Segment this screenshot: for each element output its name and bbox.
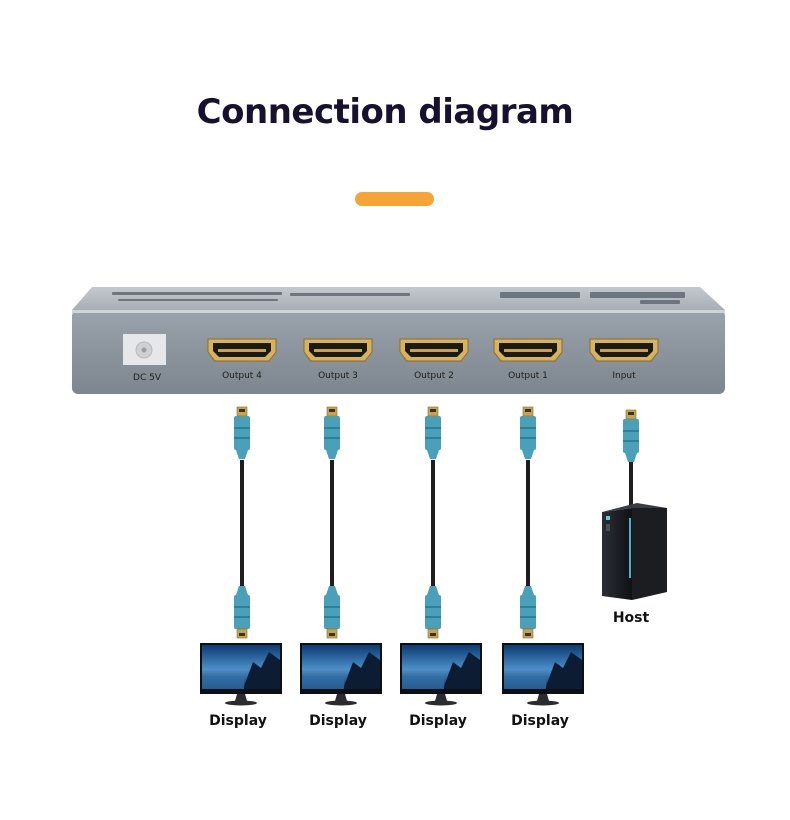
display-monitor-3: Display <box>400 643 482 729</box>
monitor-base <box>527 700 559 706</box>
monitor-stand <box>335 694 347 701</box>
hdmi-cable-output-4 <box>234 406 250 639</box>
hdmi-plug-icon <box>425 406 441 459</box>
hdmi-port-label: Output 4 <box>222 371 262 381</box>
monitor-wallpaper-water <box>202 676 244 689</box>
host-tower-front <box>602 508 632 600</box>
hdmi-port-pins-icon <box>504 349 552 352</box>
monitor-stand <box>235 694 247 701</box>
hdmi-plug-icon <box>623 409 639 462</box>
display-label: Display <box>409 713 467 729</box>
hdmi-plug-icon <box>520 586 536 639</box>
hdmi-port-5: Input <box>589 338 659 381</box>
power-label: DC 5V <box>133 373 162 383</box>
hdmi-port-pins-icon <box>410 349 458 352</box>
cable-wire <box>431 460 435 588</box>
hdmi-port-label: Output 2 <box>414 371 454 381</box>
host-usb-port-icon <box>606 524 610 531</box>
device-top-surface <box>72 287 725 310</box>
monitor-wallpaper-mountain-icon <box>343 652 380 689</box>
host-label: Host <box>613 610 650 626</box>
monitor-base <box>325 700 357 706</box>
hdmi-plug-icon <box>234 586 250 639</box>
cable-wire <box>330 460 334 588</box>
monitor-wallpaper-water <box>504 676 546 689</box>
display-monitor-2: Display <box>300 643 382 729</box>
display-monitor-4: Display <box>502 643 584 729</box>
monitor-stand <box>537 694 549 701</box>
hdmi-port-1: Output 4 <box>207 338 277 381</box>
hdmi-port-label: Output 1 <box>508 371 548 381</box>
hdmi-cable-output-3 <box>324 406 340 639</box>
display-label: Display <box>511 713 569 729</box>
cable-wire <box>629 460 633 508</box>
monitor-base <box>225 700 257 706</box>
hdmi-plug-icon <box>324 406 340 459</box>
display-label: Display <box>309 713 367 729</box>
display-monitor-1: Display <box>200 643 282 729</box>
monitor-wallpaper-water <box>302 676 344 689</box>
hdmi-port-pins-icon <box>218 349 266 352</box>
hdmi-port-label: Input <box>612 371 636 381</box>
cable-wire <box>526 460 530 588</box>
hdmi-port-pins-icon <box>314 349 362 352</box>
display-label: Display <box>209 713 267 729</box>
monitor-stand <box>435 694 447 701</box>
host-computer: Host <box>602 503 667 626</box>
hdmi-splitter-device: DC 5V Output 4 Output 3 Output 2 Output 1 In… <box>72 287 725 394</box>
hdmi-plug-icon <box>425 586 441 639</box>
device-front-highlight <box>72 310 725 313</box>
host-tower-top <box>602 503 667 512</box>
hdmi-cable-output-1 <box>520 406 536 639</box>
cable-wire <box>240 460 244 588</box>
hdmi-plug-icon <box>234 406 250 459</box>
hdmi-port-pins-icon <box>600 349 648 352</box>
monitor-wallpaper-mountain-icon <box>243 652 280 689</box>
monitor-wallpaper-mountain-icon <box>545 652 582 689</box>
hdmi-cable-output-2 <box>425 406 441 639</box>
hdmi-port-label: Output 3 <box>318 371 358 381</box>
hdmi-port-2: Output 3 <box>303 338 373 381</box>
hdmi-cable-input <box>623 409 639 508</box>
monitor-wallpaper-water <box>402 676 444 689</box>
power-port-pin-icon <box>141 347 147 353</box>
device-top-engraving <box>112 292 685 304</box>
hdmi-plug-icon <box>520 406 536 459</box>
monitor-wallpaper-mountain-icon <box>443 652 480 689</box>
monitor-base <box>425 700 457 706</box>
hdmi-port-3: Output 2 <box>399 338 469 381</box>
host-tower-side <box>632 508 667 600</box>
hdmi-plug-icon <box>324 586 340 639</box>
device-front-panel <box>72 310 725 394</box>
hdmi-port-4: Output 1 <box>493 338 563 381</box>
host-led-strip-icon <box>629 518 631 578</box>
host-power-button-icon <box>606 516 610 520</box>
title-accent-bar <box>355 192 434 206</box>
diagram-title: Connection diagram <box>196 92 574 132</box>
